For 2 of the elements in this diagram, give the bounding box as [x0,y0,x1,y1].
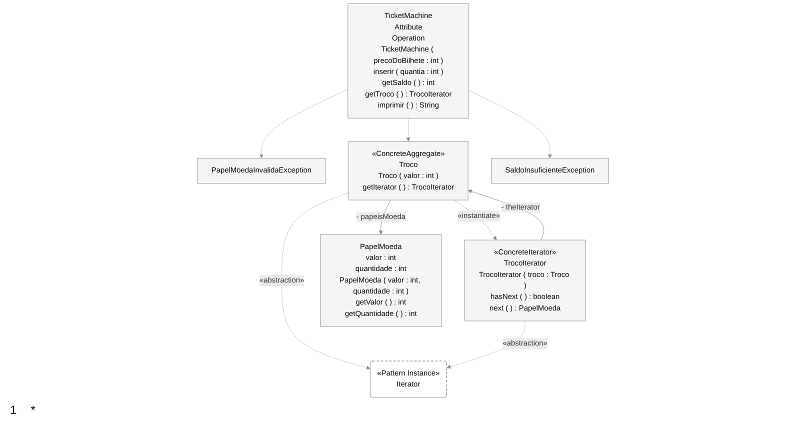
multiplicity-label: 1 [10,403,17,419]
multiplicity-label: * [30,403,36,419]
